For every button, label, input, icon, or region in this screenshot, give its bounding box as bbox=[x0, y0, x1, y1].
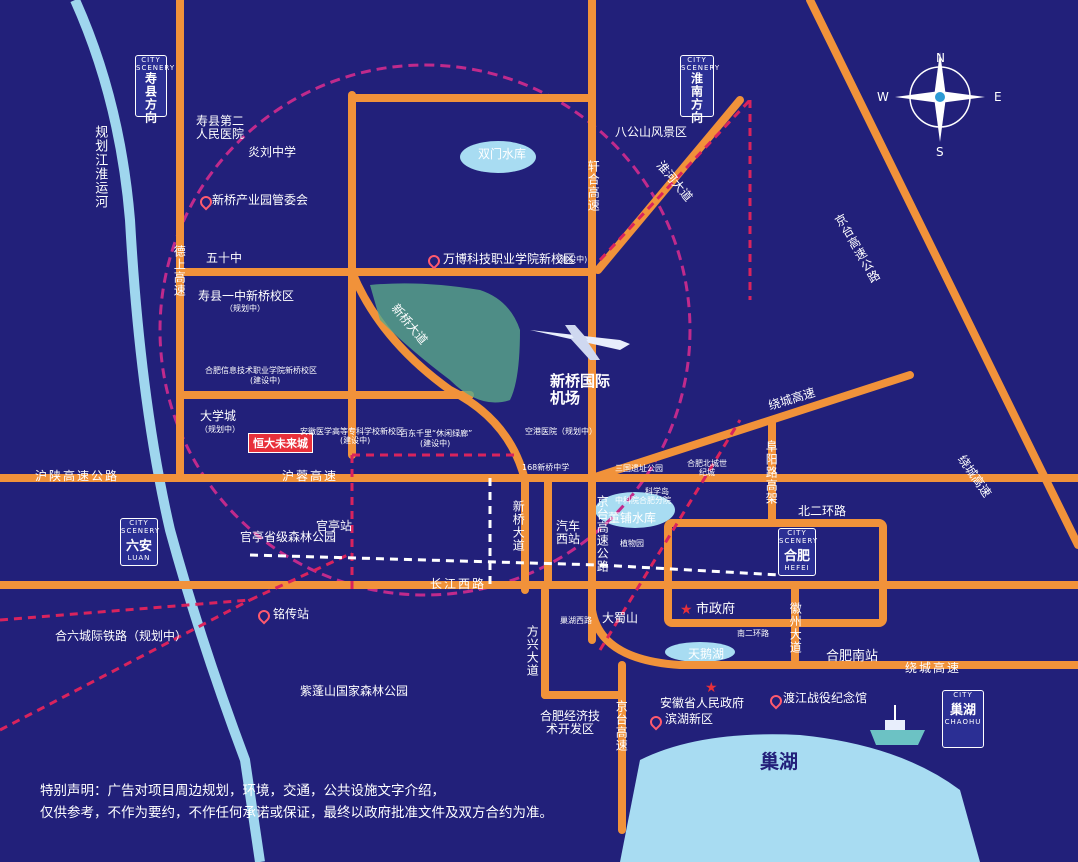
compass-icon bbox=[895, 52, 985, 142]
road-label-hushu: 沪蓉高速 bbox=[282, 469, 339, 483]
boat-icon bbox=[870, 705, 925, 745]
road-label-naner: 南二环路 bbox=[737, 629, 769, 638]
hefei-city-box: CITY SCENERY 合肥 HEFEI bbox=[778, 528, 819, 576]
city-zh-label: 淮南方向 bbox=[689, 72, 704, 124]
label-hexin: 合肥信息技术职业学院新桥校区 bbox=[205, 366, 317, 375]
road-label-fangxing: 方兴大道 bbox=[525, 625, 540, 677]
label-airport: 新桥国际机场 bbox=[550, 372, 611, 407]
label-qiche: 汽车西站 bbox=[556, 519, 581, 547]
label-168: 168新桥中学 bbox=[522, 463, 570, 472]
road-label-huaiyun: 规划江淮运河 bbox=[92, 125, 108, 209]
label-guanting: 官亭省级森林公园 bbox=[240, 530, 337, 544]
government-star-icon: ★ bbox=[680, 602, 693, 618]
airport-area bbox=[370, 283, 520, 403]
hefei-economic-zone: 合肥经济技术开发区 bbox=[540, 709, 601, 737]
label-ziyunshan: 紫蓬山国家森林公园 bbox=[300, 684, 409, 698]
disclaimer-line2: 仅供参考，不作为要约，不作任何承诺或保证，最终以政府批准文件及双方合约为准。 bbox=[40, 805, 553, 821]
label-baidong-note: (建设中) bbox=[420, 439, 451, 448]
road-label-beier: 北二环路 bbox=[798, 504, 847, 518]
city-en-label: CITY bbox=[953, 691, 973, 699]
city-zh-label: 寿县方向 bbox=[143, 72, 158, 124]
hefei-south-station: 合肥南站 bbox=[826, 649, 879, 664]
city-en-label: CITY SCENERY bbox=[136, 56, 176, 72]
label-tianehu: 天鹅湖 bbox=[688, 647, 725, 661]
shuangmen-reservoir bbox=[460, 141, 536, 173]
road-label-husu: 沪陕高速公路 bbox=[35, 469, 120, 483]
label-dongpu: 董铺水库 bbox=[608, 511, 657, 525]
tianehu-lake bbox=[665, 642, 735, 662]
city-en-label: CITY SCENERY bbox=[121, 519, 161, 535]
label-zhiwuyuan: 植物园 bbox=[620, 539, 644, 548]
dongpu-reservoir bbox=[595, 492, 675, 528]
label-dujiang: 渡江战役纪念馆 bbox=[783, 691, 868, 705]
shouxian-city-box: CITY SCENERY 寿县方向 bbox=[135, 55, 176, 124]
city-sub-label: CHAOHU bbox=[944, 718, 982, 726]
road-label-changjiang: 长江西路 bbox=[430, 577, 487, 591]
city-en-label: CITY SCENERY bbox=[779, 529, 819, 545]
hengda-tag: 恒大未来城 bbox=[248, 433, 313, 453]
road-label-huizhou: 徽州大道 bbox=[788, 602, 803, 654]
radius-circle bbox=[158, 63, 692, 597]
label-sanguo: 三国遗址公园 bbox=[615, 464, 663, 473]
label-shouxian-hospital: 寿县第二人民医院 bbox=[196, 114, 245, 142]
label-hexin-note: (建设中) bbox=[250, 376, 281, 385]
label-binhu: 滨湖新区 bbox=[665, 712, 714, 726]
label-dashushan: 大蜀山 bbox=[602, 611, 639, 625]
label-beicheng: 合肥北城世纪城 bbox=[687, 459, 727, 477]
label-chaohu-lake: 巢湖 bbox=[760, 751, 799, 773]
label-yanliu: 炎刘中学 bbox=[248, 145, 297, 159]
disclaimer-line1: 特别声明：广告对项目周边规划，环境，交通，公共设施文字介绍， bbox=[40, 783, 445, 799]
river bbox=[70, 0, 265, 862]
label-zhongke: 中科院合肥分院 bbox=[615, 496, 671, 505]
luan-city-box: CITY SCENERY 六安 LUAN bbox=[120, 518, 161, 566]
compass-n: N bbox=[936, 51, 945, 65]
label-anhui-gov: 安徽省人民政府 bbox=[660, 696, 745, 710]
label-mingchuan: 铭传站 bbox=[273, 607, 310, 621]
city-sub-label: HEFEI bbox=[784, 564, 810, 572]
label-wanbo: 万博科技职业学院新校区 bbox=[443, 252, 576, 266]
city-sub-label: LUAN bbox=[127, 554, 151, 562]
railway-label: 合六城际铁路（规划中） bbox=[55, 629, 188, 643]
label-chaohu-west: 巢湖西路 bbox=[560, 616, 592, 625]
road-label-fuyang: 阜阳路高架 bbox=[764, 440, 779, 505]
label-shuangmen: 双门水库 bbox=[478, 147, 527, 161]
city-zh-label: 合肥 bbox=[783, 549, 810, 564]
city-en-label: CITY SCENERY bbox=[681, 56, 721, 72]
label-anhui-xueyuan-note: (建设中) bbox=[340, 436, 371, 445]
city-zh-label: 六安 bbox=[125, 539, 152, 554]
label-wanbo-note: (建设中) bbox=[557, 255, 588, 264]
disclaimer-text: 特别声明：广告对项目周边规划，环境，交通，公共设施文字介绍， 仅供参考，不作为要… bbox=[40, 780, 553, 824]
label-baidong: 百东千里“休闲绿廊” bbox=[400, 429, 473, 438]
road-label-jingtai-south: 京台高速公路 bbox=[595, 495, 610, 573]
compass-e: E bbox=[994, 90, 1002, 104]
government-star-icon: ★ bbox=[705, 680, 718, 696]
road-label-xinqiao: 新桥大道 bbox=[511, 500, 526, 552]
label-airport-hospital: 空港医院（规划中） bbox=[525, 427, 597, 436]
compass-w: W bbox=[877, 90, 889, 104]
label-kexue: 科学岛 bbox=[645, 487, 669, 496]
label-yuanguan: 新桥产业园管委会 bbox=[212, 193, 309, 207]
label-anhui-xueyuan: 安徽医学高等专科学校新校区 bbox=[300, 427, 404, 436]
huainan-city-box: CITY SCENERY 淮南方向 bbox=[680, 55, 721, 124]
label-guanting-station: 官亭站 bbox=[316, 519, 353, 533]
road-label-deshang: 德上高速 bbox=[172, 245, 187, 297]
label-daxuecheng: 大学城 bbox=[200, 409, 237, 423]
chaohu-city-box: CITY 巢湖 CHAOHU bbox=[942, 690, 984, 748]
airplane-icon bbox=[530, 325, 630, 360]
road-label-xuanhe: 轩合高速 bbox=[586, 160, 601, 212]
label-shizhengfu: 市政府 bbox=[696, 602, 736, 617]
compass-s: S bbox=[936, 145, 944, 159]
label-bagongshan: 八公山风景区 bbox=[615, 125, 688, 139]
label-yizhong-note: （规划中） bbox=[225, 304, 265, 313]
label-wushi: 五十中 bbox=[206, 251, 243, 265]
chaohu-lake bbox=[620, 734, 980, 862]
city-zh-label: 巢湖 bbox=[949, 703, 976, 718]
road-label-jingtai2: 京台高速 bbox=[614, 700, 629, 752]
label-yizhong: 寿县一中新桥校区 bbox=[198, 289, 295, 303]
label-daxuecheng-note: （规划中） bbox=[200, 425, 240, 434]
road-label-raocheng3: 绕城高速 bbox=[905, 661, 962, 675]
